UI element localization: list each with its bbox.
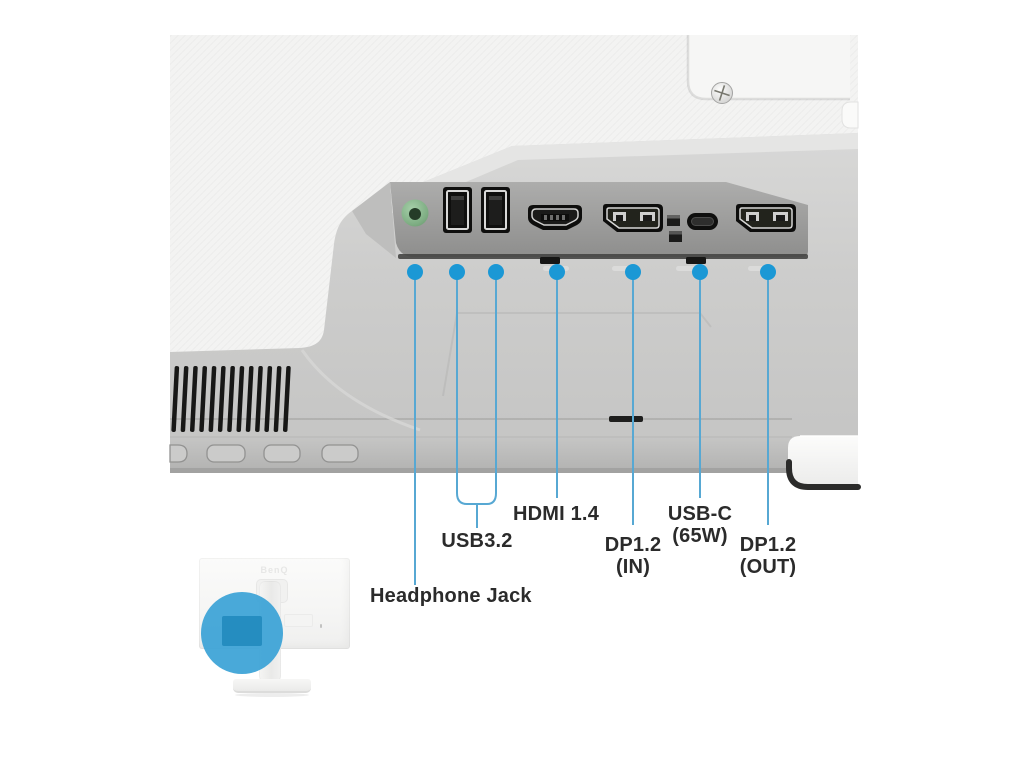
dot-dp-in [625, 264, 641, 280]
inset-stand-base [233, 679, 311, 693]
dot-hdmi [549, 264, 565, 280]
usb-a-port-1 [443, 187, 472, 233]
inset-base-shadow [235, 693, 309, 697]
dot-usb-2 [488, 264, 504, 280]
stand-screw-recess [686, 35, 850, 104]
usb-c-port [687, 213, 718, 230]
displayport-out [736, 204, 796, 232]
label-dp-in: DP1.2 (IN) [583, 534, 683, 578]
osd-button-3 [321, 444, 359, 463]
cable-clips [667, 215, 682, 242]
label-dp-out-line1: DP1.2 [739, 534, 797, 556]
inset-highlight-port-area [222, 616, 262, 646]
inset-port-seam [284, 614, 313, 627]
stand-base-corner [786, 435, 861, 490]
usb-a-port-2 [481, 187, 510, 233]
callout-dots [407, 264, 776, 280]
label-dp-in-line1: DP1.2 [604, 534, 662, 556]
chassis-seam [170, 416, 792, 438]
dot-usb-1 [449, 264, 465, 280]
port-panel [352, 182, 808, 264]
osd-buttons [169, 444, 359, 463]
monitor-rear-inset: BenQ [196, 553, 366, 708]
headphone-jack-port [401, 199, 429, 227]
dot-usb-c [692, 264, 708, 280]
label-dp-out: DP1.2 (OUT) [718, 534, 818, 578]
label-headphone-jack: Headphone Jack [370, 585, 532, 607]
chassis-bevel-edge [352, 133, 858, 226]
vent-grille [171, 349, 421, 432]
callout-lines [414, 272, 769, 585]
dot-dp-out [760, 264, 776, 280]
bottom-bezel-band [170, 438, 792, 473]
label-dp-out-line2: (OUT) [739, 556, 797, 578]
osd-button-partial [169, 444, 188, 463]
label-usb32: USB3.2 [441, 530, 513, 552]
label-usb-c-line2: (65W) [672, 525, 728, 547]
dot-headphone [407, 264, 423, 280]
chassis-back-panel [170, 35, 858, 352]
hdmi-port [528, 205, 582, 230]
label-usb-c-line1: USB-C [667, 503, 733, 525]
inset-brand-logo: BenQ [260, 565, 289, 575]
label-hdmi: HDMI 1.4 [512, 503, 600, 525]
osd-button-1 [206, 444, 246, 463]
label-dp-in-line2: (IN) [615, 556, 651, 578]
displayport-in [603, 204, 663, 232]
label-usb-c: USB-C (65W) [650, 503, 750, 547]
security-slot [609, 416, 643, 422]
inset-pin-hole [320, 624, 322, 628]
osd-button-2 [263, 444, 301, 463]
edge-tab [841, 101, 859, 129]
